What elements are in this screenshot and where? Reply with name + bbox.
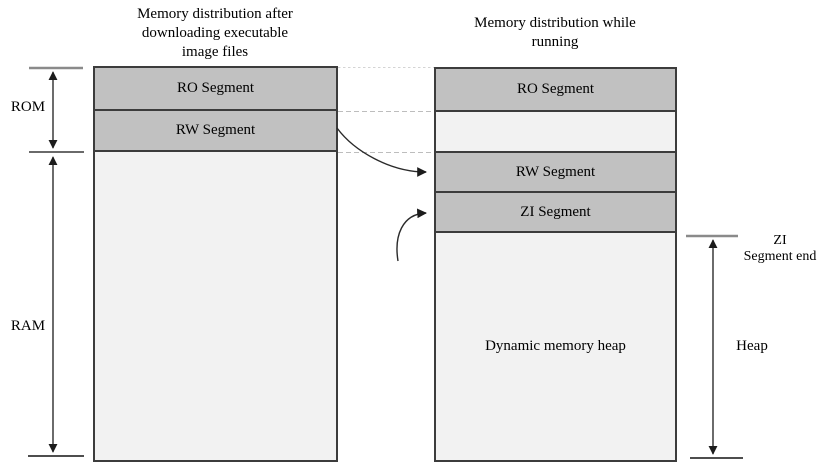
segment-alignment-dashed-lines xyxy=(338,67,434,153)
left-ro-segment-label: RO Segment xyxy=(176,80,255,96)
right-title-line-2: running xyxy=(531,34,579,50)
ram-label: RAM xyxy=(10,318,46,334)
right-column-title: Memory distribution while running xyxy=(430,14,680,52)
left-memory-column: RO Segment RW Segment xyxy=(93,66,338,462)
zi-end-line-1: ZI xyxy=(773,233,787,248)
zi-segment-end-label: ZI Segment end xyxy=(733,233,827,265)
rom-label: ROM xyxy=(10,99,46,115)
left-title-line-1: Memory distribution after xyxy=(137,6,293,22)
right-title-line-1: Memory distribution while xyxy=(474,15,636,31)
left-title-line-3: image files xyxy=(181,44,249,60)
rw-relocation-curved-arrow xyxy=(336,127,427,177)
left-column-title: Memory distribution after downloading ex… xyxy=(90,5,340,62)
heap-region-label: Dynamic memory heap xyxy=(485,338,626,354)
zi-end-line-2: Segment end xyxy=(743,249,817,264)
right-heap-region: Dynamic memory heap xyxy=(436,233,675,460)
heap-extent-label: Heap xyxy=(736,338,768,354)
right-zi-segment-label: ZI Segment xyxy=(520,203,591,220)
right-rw-segment: RW Segment xyxy=(436,153,675,193)
left-empty-ram-region xyxy=(95,152,336,460)
right-rw-segment-label: RW Segment xyxy=(515,163,596,180)
left-rw-segment-label: RW Segment xyxy=(175,122,256,138)
left-extent-cap-ticks xyxy=(28,66,84,457)
right-zi-segment: ZI Segment xyxy=(436,193,675,233)
left-ro-segment: RO Segment xyxy=(95,68,336,111)
left-rw-segment: RW Segment xyxy=(95,111,336,152)
right-ro-segment-label: RO Segment xyxy=(516,81,595,97)
zi-initialization-curved-arrow xyxy=(396,208,427,262)
right-ro-segment: RO Segment xyxy=(436,69,675,112)
left-title-line-2: downloading executable xyxy=(141,25,289,41)
right-empty-gap-region xyxy=(436,112,675,153)
right-memory-column: RO Segment RW Segment ZI Segment Dynamic… xyxy=(434,67,677,462)
